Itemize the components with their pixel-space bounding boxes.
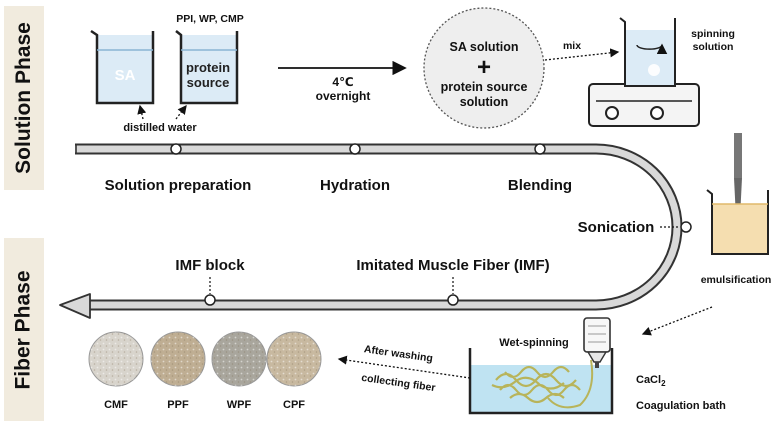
mix-arrow [544,48,620,61]
hydration-time: overnight [316,89,371,103]
node-imf [447,294,459,306]
sample-cpf-image [266,331,322,387]
track-arrowhead [59,293,91,319]
mix-label: mix [563,40,581,52]
syringe-icon [583,317,611,368]
step-imf: Imitated Muscle Fiber (IMF) [356,257,549,274]
after-washing-label: After washing [363,343,433,365]
solution-phase-label: Solution Phase [4,6,44,190]
protein-beaker-icon [175,30,239,105]
mix-bubble [423,7,545,129]
protein-types-label: PPI, WP, CMP [176,13,244,25]
node-imf-block [204,294,216,306]
sample-ppf-label: PPF [167,399,189,411]
sa-beaker-icon [90,29,155,105]
mix-line2: protein source [441,80,528,94]
spinning-solution-line1: spinning [691,28,735,40]
sample-ppf-image [150,331,206,387]
sample-cmf-image [88,331,144,387]
node-sonication [680,221,692,233]
sa-label: SA [115,67,136,84]
step-solution-preparation: Solution preparation [105,177,252,194]
sonicator-beaker-icon [706,133,769,255]
sample-wpf-image [211,331,267,387]
cacl2-label: CaCl2 [636,374,666,388]
collecting-fiber-label: collecting fiber [361,372,437,394]
coagulation-bath-label: Coagulation bath [636,400,726,412]
step-sonication: Sonication [578,219,655,236]
step-blending: Blending [508,177,572,194]
step-hydration: Hydration [320,177,390,194]
distilled-water-arrow-2 [175,104,187,120]
washing-arrow [337,355,471,379]
protein-label-line1: protein [186,60,230,75]
step-imf-block: IMF block [175,257,245,274]
fiber-phase-label: Fiber Phase [4,238,44,421]
sample-cmf-label: CMF [104,399,128,411]
hydration-temp: 4℃ [332,75,353,89]
mix-plus: + [477,54,491,81]
sample-wpf-label: WPF [227,399,252,411]
node-hydration [349,143,361,155]
mix-line1: SA solution [450,40,519,54]
node-solution-preparation [170,143,182,155]
sample-cpf-label: CPF [283,399,305,411]
wet-spinning-label: Wet-spinning [499,337,568,349]
distilled-water-arrow-1 [137,104,147,120]
magnetic-stirrer-icon [588,17,700,127]
mix-line3: solution [460,95,509,109]
protein-label-line2: source [187,75,230,90]
spinning-solution-line2: solution [693,41,734,53]
emulsification-label: emulsification [701,274,772,286]
distilled-water-label: distilled water [123,122,197,134]
coagulation-bath-icon [468,348,614,415]
node-blending [534,143,546,155]
to-wet-spinning-arrow [641,306,713,336]
